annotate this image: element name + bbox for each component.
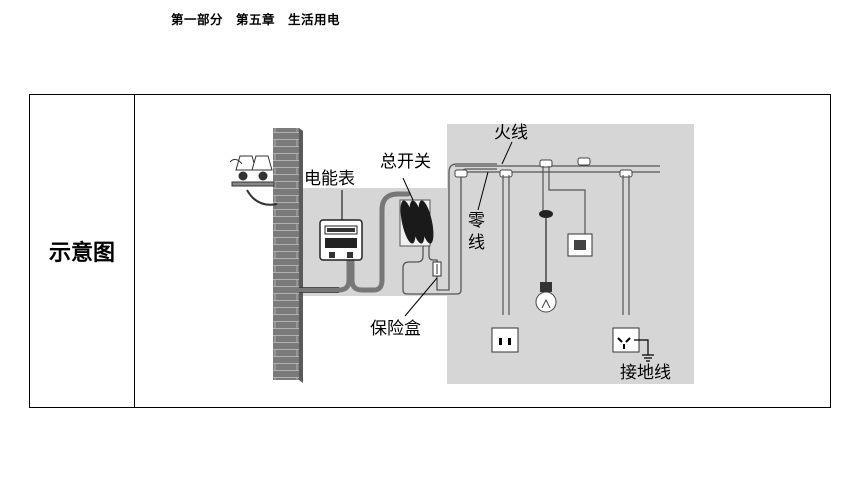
label-meter: 电能表	[304, 169, 355, 189]
meter-icon	[319, 219, 363, 261]
switch-leader	[402, 177, 414, 201]
fuse-box-icon	[432, 261, 442, 277]
main-switch-icon	[399, 199, 434, 247]
light-switch-icon	[567, 233, 593, 257]
label-main-switch: 总开关	[380, 152, 431, 172]
incoming-cable	[246, 189, 278, 206]
label-neutral-wire-2: 线	[468, 233, 485, 253]
brick-wall	[273, 128, 303, 383]
label-neutral-wire-1: 零	[468, 211, 485, 231]
label-live-wire: 火线	[494, 123, 528, 143]
fuse-leader	[404, 277, 438, 317]
table-frame	[29, 94, 831, 408]
lamp-icon	[535, 210, 557, 313]
live-wire-leader	[501, 141, 513, 165]
ground-symbol-icon	[634, 339, 654, 362]
drop-wires	[502, 166, 630, 315]
label-ground-wire: 接地线	[620, 363, 671, 383]
label-fuse-box: 保险盒	[370, 319, 421, 339]
row-label: 示意图	[48, 241, 115, 266]
outdoor-insulators	[229, 155, 275, 187]
service-cable	[296, 191, 411, 293]
socket-2pin-icon	[491, 327, 519, 353]
table-divider	[134, 94, 135, 408]
neutral-wire-leader	[477, 171, 489, 211]
service-cable-outline	[299, 287, 339, 293]
page-header: 第一部分 第五章 生活用电	[171, 12, 341, 27]
